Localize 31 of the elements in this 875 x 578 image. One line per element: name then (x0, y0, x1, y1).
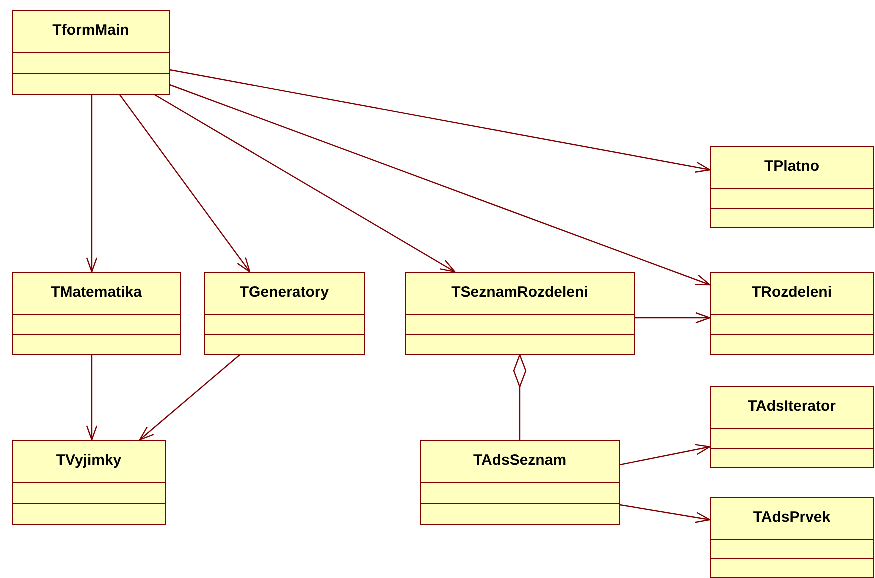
association-arrow (86, 355, 98, 441)
association-arrow (139, 354, 240, 441)
association-arrow (170, 69, 711, 173)
association-arrow (86, 95, 98, 273)
class-box (12, 272, 181, 355)
association-arrow (154, 94, 456, 273)
class-box (12, 10, 170, 95)
class-box (204, 272, 365, 355)
class-name: TMatematika (51, 283, 142, 304)
class-name: TAdsIterator (748, 397, 836, 418)
association-arrow (620, 504, 711, 524)
class-name: TformMain (52, 21, 130, 42)
class-name: TGeneratory (240, 283, 330, 304)
association-arrow (120, 94, 251, 273)
class-box (710, 386, 874, 468)
class-name: TRozdeleni (752, 283, 832, 304)
class-box (12, 440, 166, 525)
association-arrow (635, 312, 711, 324)
class-name: TAdsPrvek (753, 508, 831, 528)
class-name: TAdsSeznam (473, 451, 567, 472)
class-box (710, 497, 874, 578)
class-box (420, 440, 620, 525)
class-name: TPlatno (764, 157, 820, 178)
aggregation-line (513, 354, 527, 440)
class-name: TVyjimky (56, 451, 122, 472)
class-box (710, 146, 874, 228)
association-arrow (170, 84, 711, 286)
class-box (710, 272, 874, 355)
association-arrow (620, 444, 711, 466)
class-name: TSeznamRozdeleni (452, 283, 588, 304)
class-box (405, 272, 635, 355)
